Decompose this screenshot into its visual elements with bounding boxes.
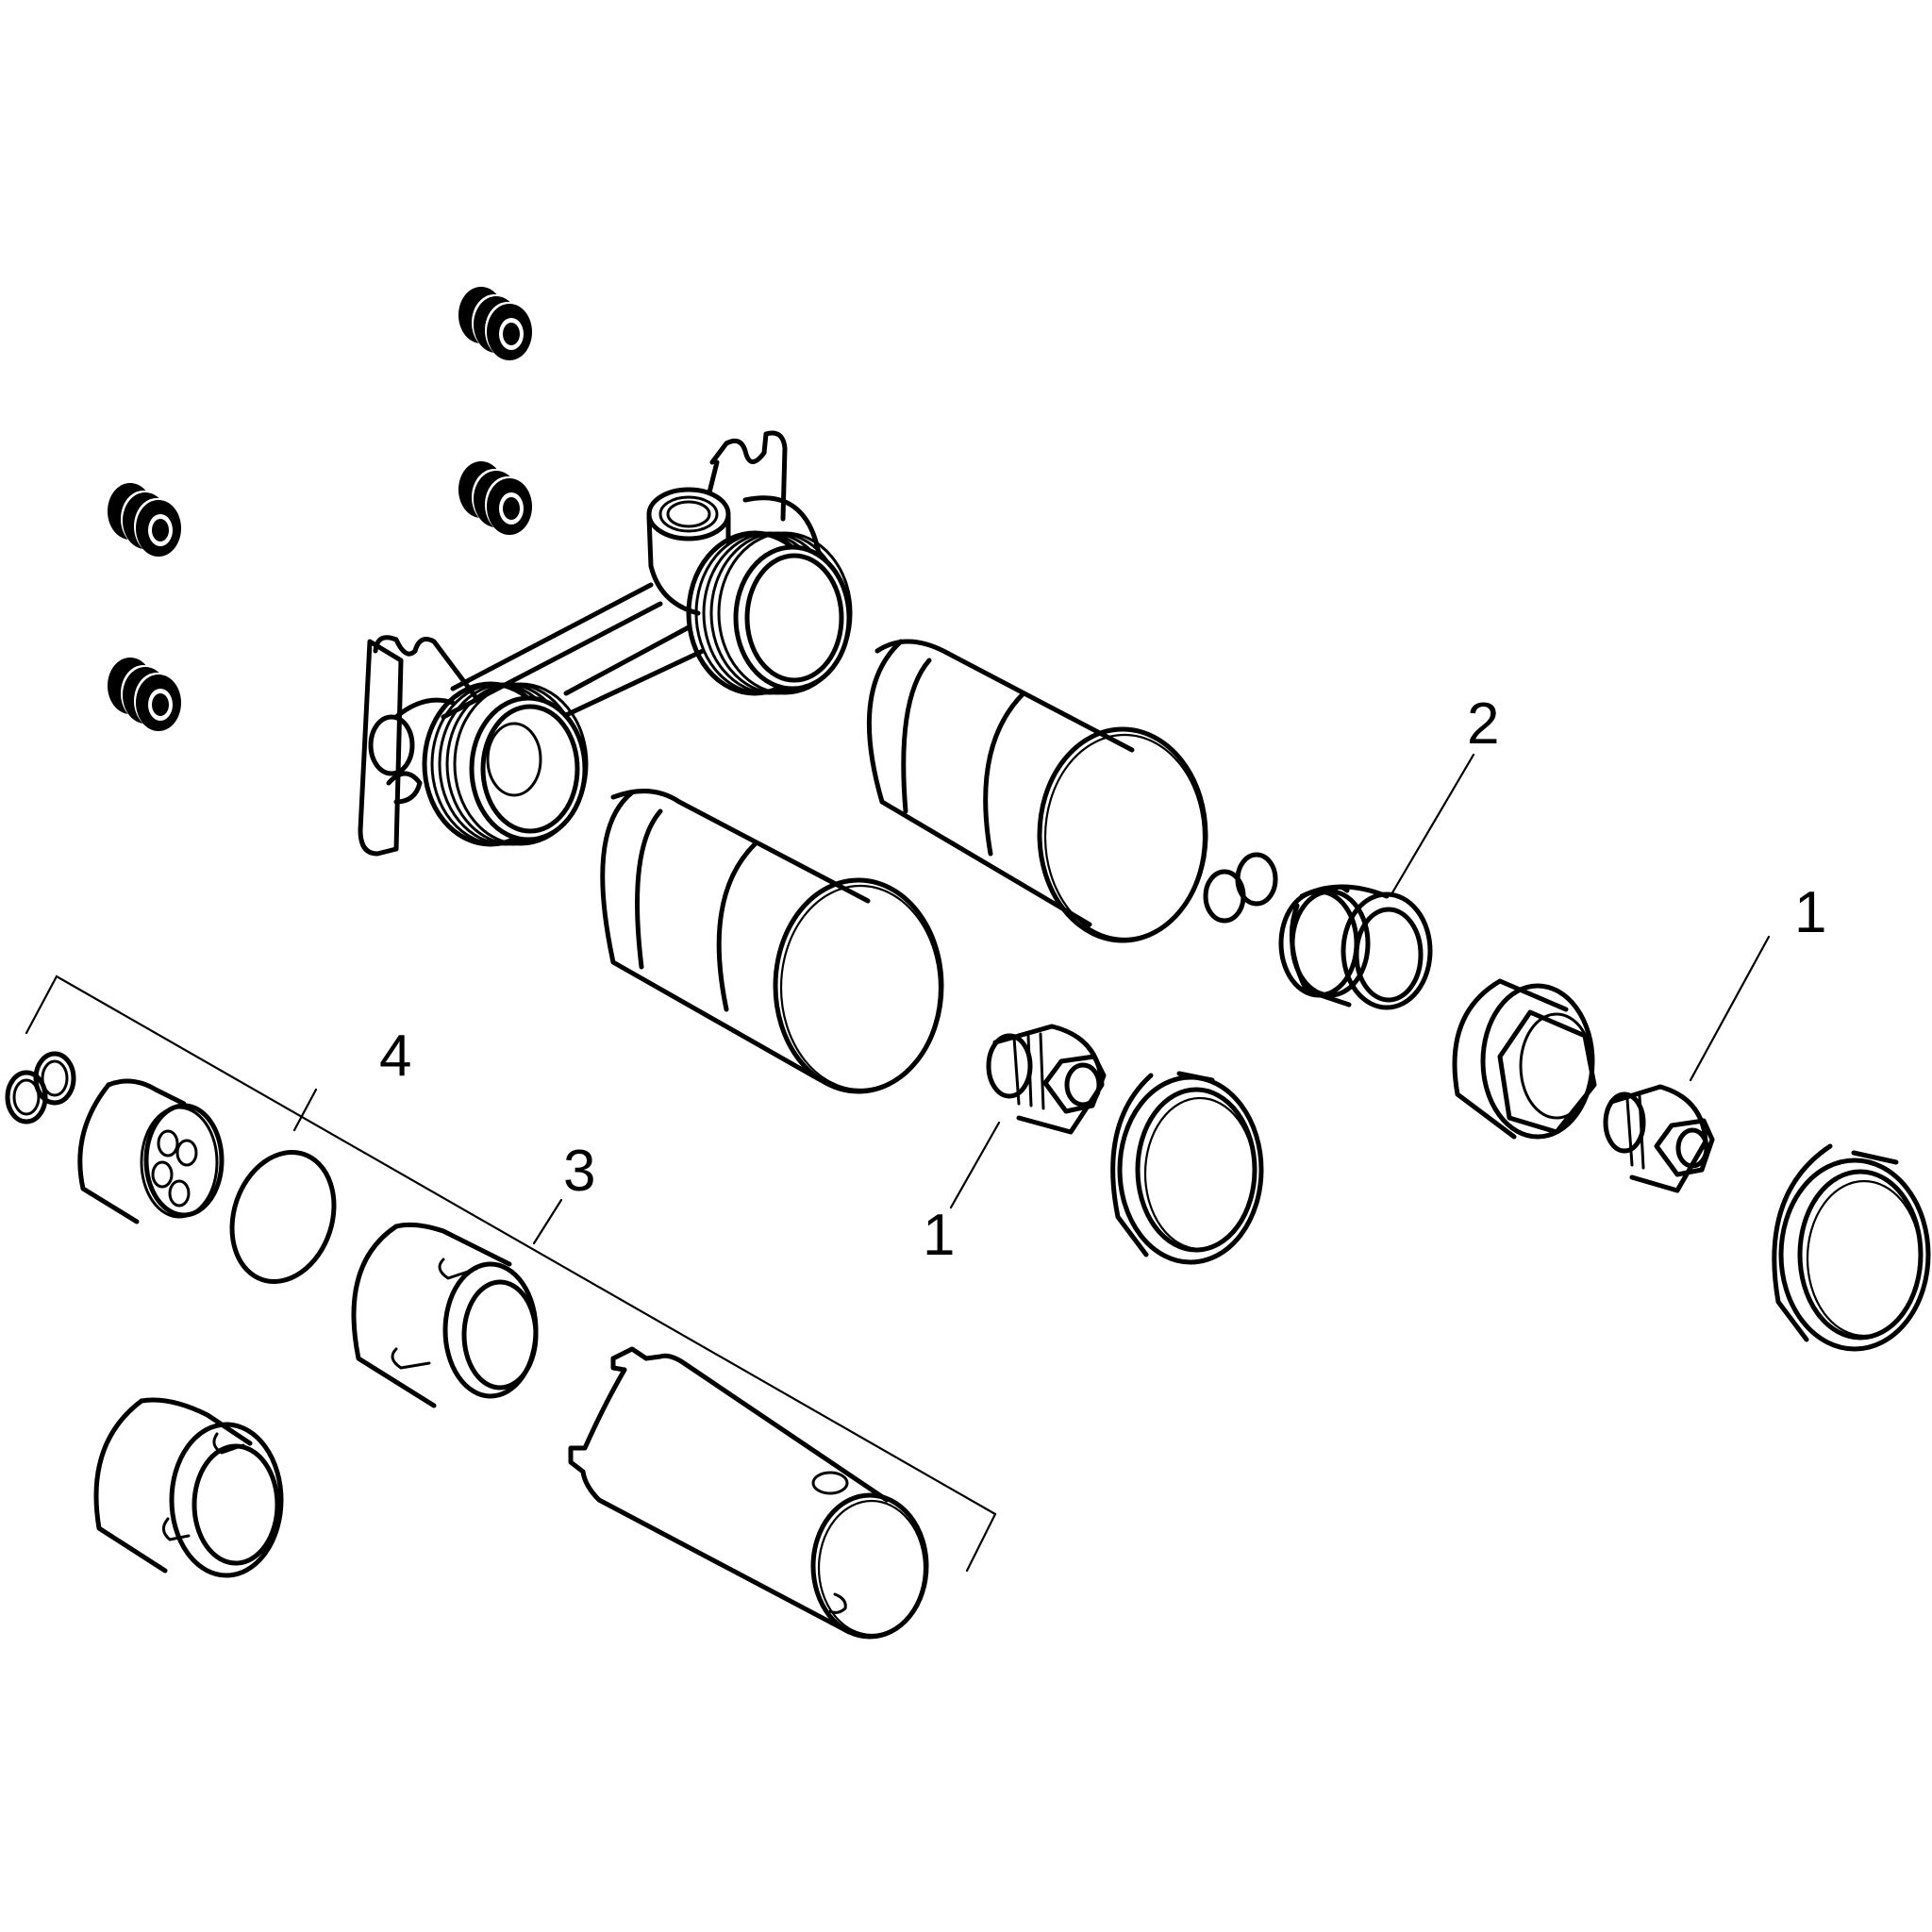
mounting-tool-tube bbox=[568, 1346, 929, 1640]
double-seal-icon bbox=[1203, 852, 1278, 924]
leader-lines bbox=[292, 753, 1771, 1245]
cap-ring-right bbox=[1772, 1143, 1931, 1352]
callout-1-right: 1 bbox=[1794, 880, 1826, 945]
double-seal-left-icon bbox=[5, 1051, 76, 1124]
o-ring-icon bbox=[229, 1150, 337, 1284]
service-set-bracket bbox=[25, 974, 997, 1573]
leader-4 bbox=[292, 1088, 318, 1132]
callout-2: 2 bbox=[1467, 691, 1499, 757]
threaded-inlet-right bbox=[686, 530, 853, 696]
bayonet-adapter bbox=[351, 1222, 539, 1408]
callout-4: 4 bbox=[379, 1024, 411, 1089]
hex-nut-adapter bbox=[1452, 978, 1597, 1140]
spare-bayonet-adapter bbox=[93, 1397, 284, 1578]
leader-2 bbox=[1390, 753, 1475, 896]
leader-3 bbox=[532, 1198, 563, 1245]
hex-plug-right bbox=[1603, 1084, 1715, 1193]
callout-1-left: 1 bbox=[923, 1203, 955, 1268]
leader-1b bbox=[1689, 935, 1771, 1082]
valve-insert bbox=[77, 1078, 225, 1224]
callout-3: 3 bbox=[563, 1139, 595, 1204]
extension-sleeve-lower bbox=[600, 789, 944, 1094]
threaded-inlet-left bbox=[422, 681, 589, 847]
cap-ring-left bbox=[1110, 1071, 1264, 1265]
grommet-icon bbox=[458, 287, 532, 360]
leader-1a bbox=[949, 1121, 1001, 1209]
flow-control-cartridge bbox=[1278, 884, 1433, 1010]
rough-in-body bbox=[358, 430, 853, 857]
grommet-icon bbox=[108, 658, 181, 731]
grommet-icon bbox=[108, 483, 181, 557]
hex-plug-left bbox=[986, 1024, 1107, 1135]
extension-sleeve-upper bbox=[866, 639, 1208, 943]
grommet-icon bbox=[458, 461, 532, 535]
